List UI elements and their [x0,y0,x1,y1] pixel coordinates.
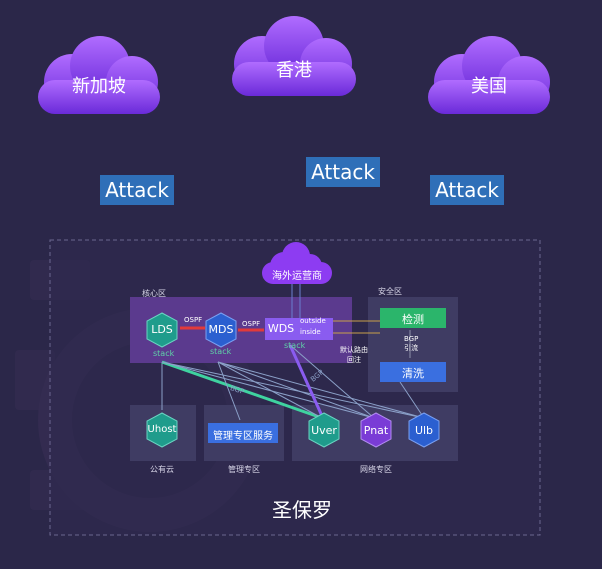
wds-label: WDS [267,322,295,335]
link-wds-pnat [289,344,375,419]
mds-label: MDS [208,323,234,336]
wds-box [265,318,333,340]
lds-label: LDS [151,323,173,336]
sao-paulo-region-border [49,239,541,536]
public-cloud-zone-label: 公有云 [150,465,174,474]
stack-label-wds: stack [284,341,306,350]
mgmt-zone-label: 管理专区 [228,465,260,474]
sao-paulo-title: 圣保罗 [272,498,332,522]
uhost-hex [146,412,178,448]
cloud-usa-label: 美国 [471,76,507,97]
ospf-label-1: OSPF [184,316,203,324]
attack-label-usa: Attack [430,175,504,205]
mds-hex [205,312,237,348]
link-mds-pnat [217,361,375,419]
link-mds-mgmt [217,361,241,421]
cloud-hongkong [232,16,356,96]
pnat-hex [360,412,392,448]
link-lds-uver-green [161,360,323,420]
attack-label-singapore: Attack [100,175,174,205]
ulb-label: Ulb [414,424,434,437]
overseas-carrier-cloud [262,242,332,284]
stack-label-mds: stack [210,347,232,356]
link-mds-ulb [217,361,425,419]
outside-label: outside [300,317,326,325]
mgmt-service-box [208,423,278,443]
uhost-label: Uhost [147,424,177,435]
detect-label: 检测 [402,313,424,326]
attack-label-hongkong: Attack [306,157,380,187]
cloud-usa [428,36,550,114]
cloud-hongkong-label: 香港 [276,60,312,81]
inside-label: inside [300,328,321,336]
uver-label: Uver [311,424,337,437]
cloud-singapore-label: 新加坡 [72,76,126,97]
bgp-route-label: BGP 引流 [404,335,419,352]
link-wds-uver-purple [288,344,324,417]
security-zone-label: 安全区 [378,287,402,296]
ulb-hex [408,412,440,448]
cloud-singapore [38,36,160,114]
network-zone-label: 网络专区 [360,465,392,474]
core-zone-label: 核心区 [142,289,166,298]
detect-box [380,308,446,328]
clean-box [380,362,446,382]
link-mds-uver [217,361,323,419]
mgmt-service-label: 管理专区服务 [213,431,273,442]
default-route-label: 默认路由 回注 [340,346,368,364]
region-clouds [38,16,550,114]
uver-hex [308,412,340,448]
link-lds-pnat [161,361,375,419]
link-clean-ulb [399,381,425,419]
ospf-label-2: OSPF [242,320,261,328]
clean-label: 清洗 [402,367,424,380]
stack-label-lds: stack [153,349,175,358]
pnat-label: Pnat [363,424,389,437]
lds-hex [146,312,178,348]
link-lds-ulb [161,361,425,419]
overseas-carrier-label: 海外运营商 [272,271,322,282]
